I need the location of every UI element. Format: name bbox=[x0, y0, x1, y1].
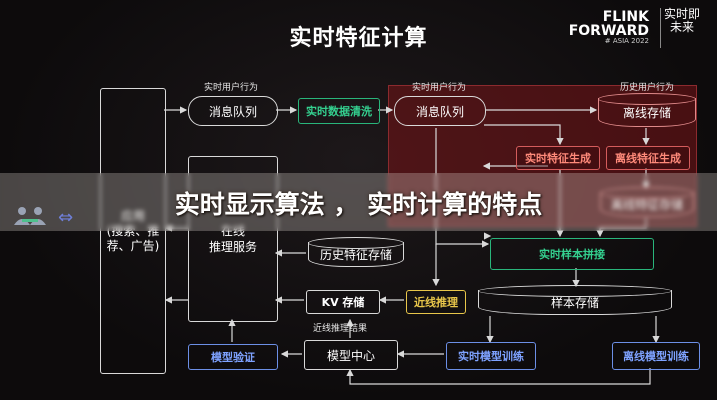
realtime-sample-join-box: 实时样本拼接 bbox=[490, 238, 654, 270]
app-label-line3: 荐、广告) bbox=[106, 238, 160, 253]
logo-forward-text: FORWARD bbox=[568, 23, 649, 39]
logo-flink-text: FLINK bbox=[602, 9, 649, 25]
page-title: 实时特征计算 bbox=[289, 26, 428, 51]
online-inference-line2: 推理服务 bbox=[208, 240, 257, 254]
offline-model-train-box: 离线模型训练 bbox=[612, 342, 700, 370]
rt-user-behavior-label-1: 实时用户行为 bbox=[204, 83, 259, 93]
rt-user-behavior-label-2: 实时用户行为 bbox=[412, 83, 467, 93]
nearline-inference-box: 近线推理 bbox=[406, 290, 466, 314]
sample-storage-cylinder: 样本存储 bbox=[478, 285, 672, 315]
realtime-model-train-box: 实时模型训练 bbox=[446, 342, 536, 370]
model-center-box: 模型中心 bbox=[304, 340, 398, 370]
offline-feature-gen-box: 离线特征生成 bbox=[606, 146, 690, 170]
app-search-rec-ads-box: 应用 (搜索、推 荐、广告) bbox=[100, 88, 166, 374]
logo-asia-text: # ASIA 2022 bbox=[604, 37, 649, 45]
realtime-data-clean-box: 实时数据清洗 bbox=[298, 98, 380, 124]
bidirectional-arrow-icon: ⇔ bbox=[58, 207, 74, 228]
kv-storage-box: KV 存储 bbox=[306, 290, 380, 314]
users-icon bbox=[14, 207, 46, 225]
banner-headline: 实时显示算法 ， 实时计算的特点 bbox=[174, 190, 543, 219]
logo-stamp: 实时即未来 bbox=[660, 8, 703, 48]
model-verify-box: 模型验证 bbox=[188, 344, 278, 370]
message-queue-2: 消息队列 bbox=[394, 96, 486, 126]
history-feature-storage-cylinder: 历史特征存储 bbox=[308, 237, 404, 267]
realtime-feature-gen-box: 实时特征生成 bbox=[516, 146, 600, 170]
nearline-result-label: 近线推理结果 bbox=[313, 324, 368, 334]
overlay-banner bbox=[0, 173, 717, 231]
flink-forward-logo: FLINK FORWARD # ASIA 2022 bbox=[569, 10, 649, 45]
message-queue-1: 消息队列 bbox=[188, 96, 278, 126]
offline-storage-cylinder: 离线存储 bbox=[598, 93, 696, 127]
hist-user-behavior-label: 历史用户行为 bbox=[620, 83, 675, 93]
